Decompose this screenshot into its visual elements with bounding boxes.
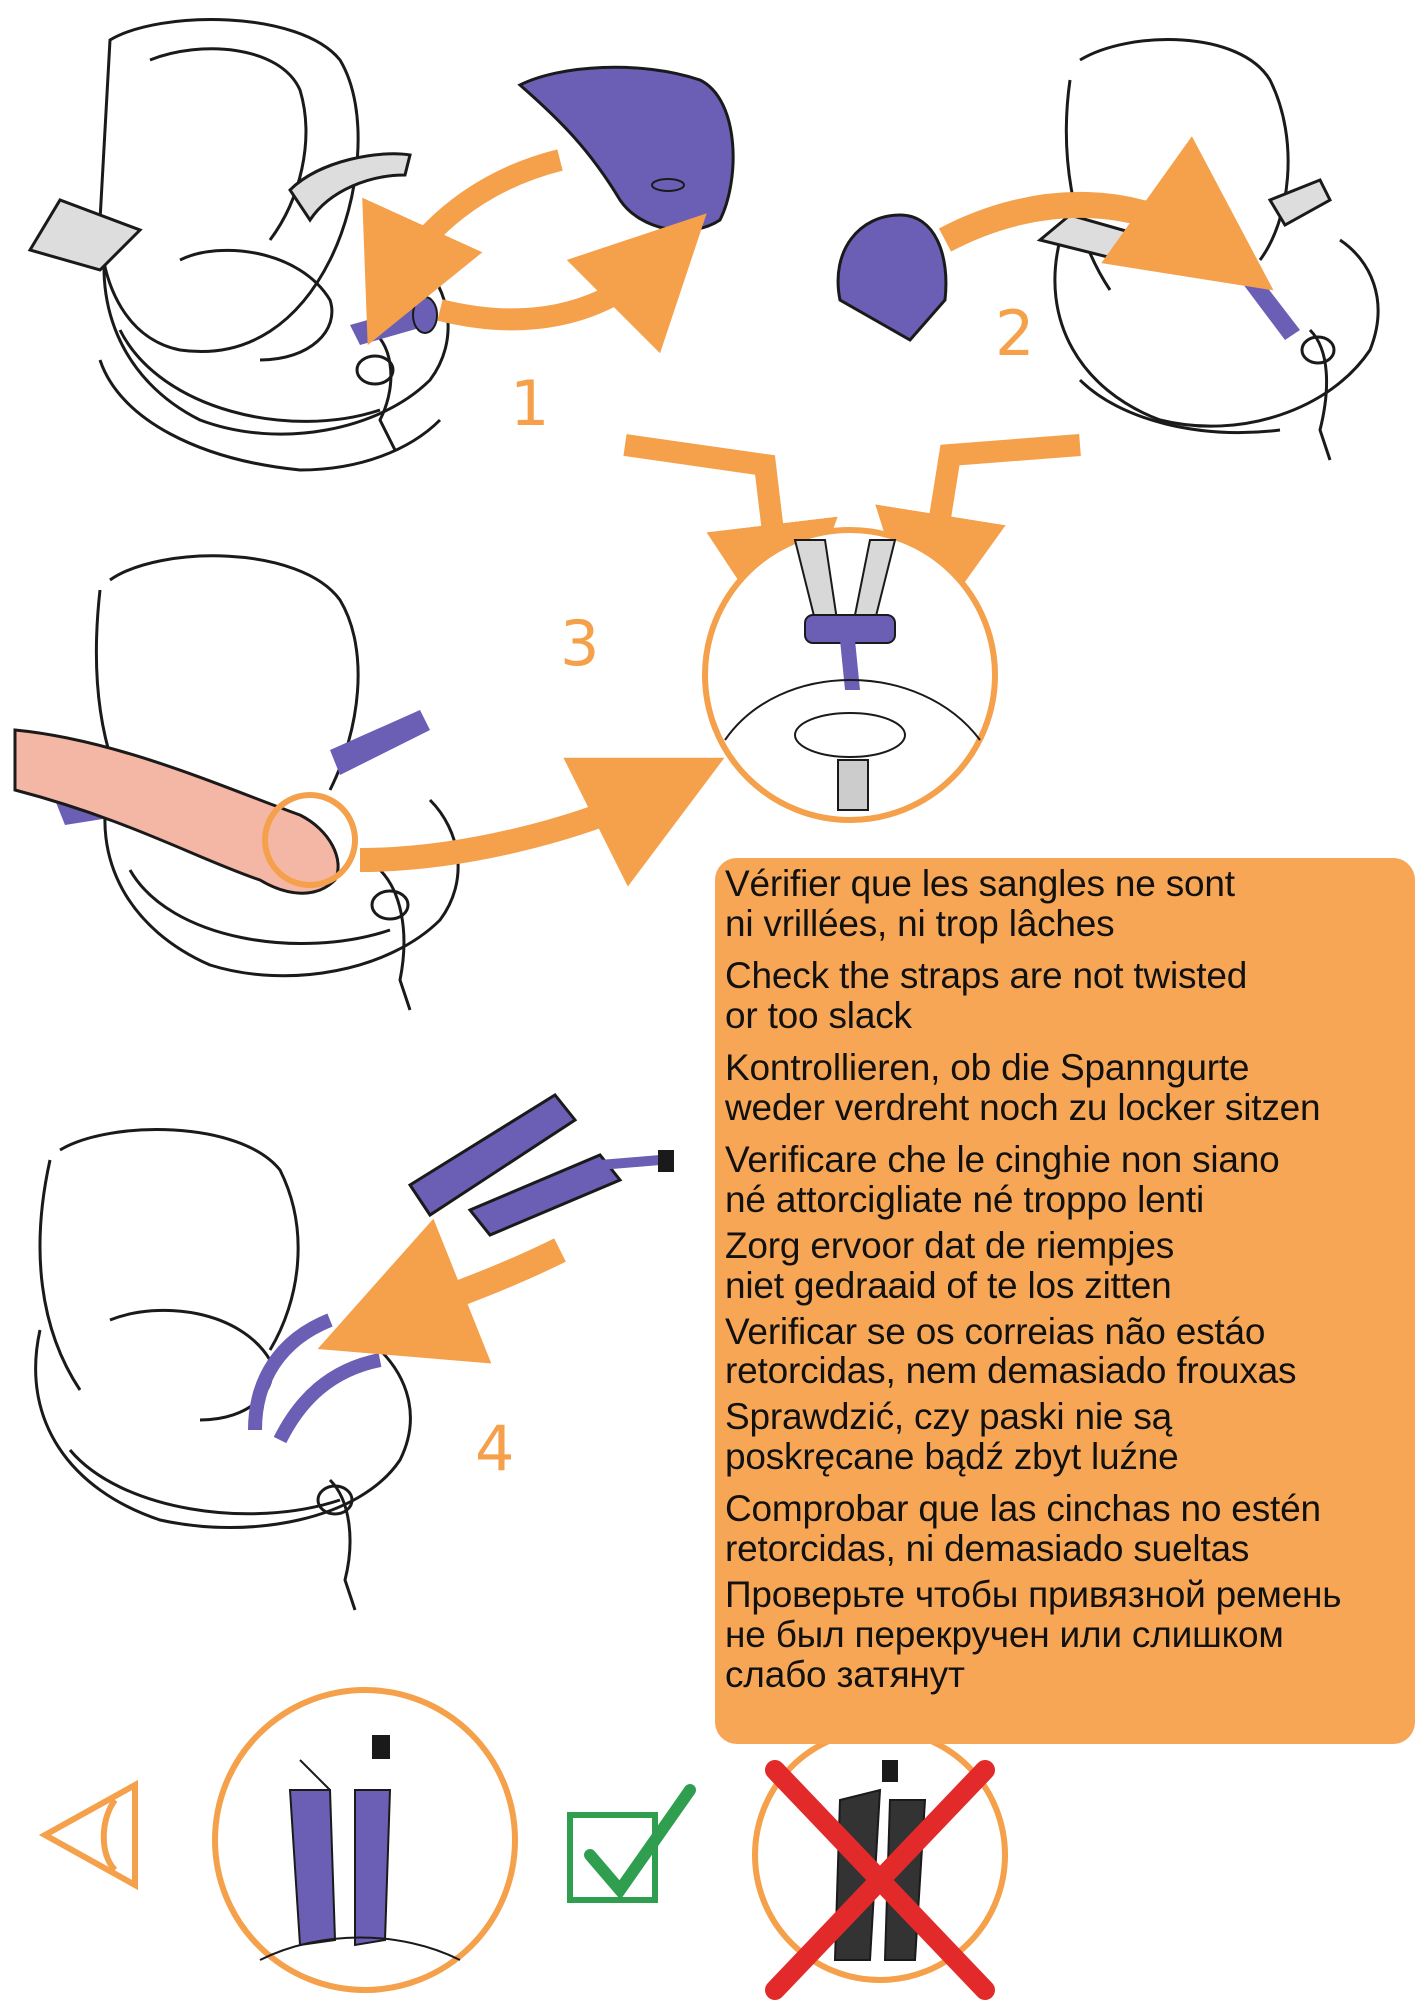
step3-zoom-detail: [702, 527, 998, 823]
step4-seat-illustration: [34, 1128, 412, 1611]
step-number-4: 4: [475, 1412, 514, 1485]
correct-straps-detail: [212, 1687, 518, 1993]
step2-buckle: [1237, 255, 1300, 340]
step-number-1: 1: [510, 367, 549, 440]
step2-seat-illustration: [1036, 38, 1380, 461]
instruction-pl: Sprawdzić, czy paski nie są poskręcane b…: [725, 1396, 1179, 1478]
step4-strap-right: [273, 1353, 382, 1444]
step1-buckle: [350, 296, 438, 345]
cross-icon: [765, 1760, 995, 2000]
step2-removed-cushion: [836, 213, 948, 342]
step3-arrow-to-zoom: [359, 757, 725, 887]
instruction-it: Verificare che le cinghie non siano né a…: [725, 1138, 1280, 1220]
step-number-2: 2: [995, 297, 1034, 370]
instructions-panel: Vérifier que les sangles ne sont ni vril…: [715, 858, 1415, 1744]
step-number-3: 3: [560, 607, 599, 680]
instruction-es: Comprobar que las cinchas no estén retor…: [725, 1488, 1321, 1570]
step2-arrow: [938, 136, 1274, 291]
step1-arrow-out: [437, 213, 707, 354]
eye-icon: [38, 1779, 138, 1891]
step1-seat-illustration: [27, 18, 450, 472]
step4-arrow: [317, 1218, 566, 1364]
step3-strap-right: [330, 710, 430, 775]
instruction-fr: Vérifier que les sangles ne sont ni vril…: [725, 863, 1235, 944]
step1-removed-pad: [517, 65, 735, 232]
step4-strap-left: [248, 1313, 333, 1431]
incorrect-straps-detail: [752, 1727, 1008, 1983]
instruction-pt: Verificar se os correias não estáo retor…: [725, 1310, 1297, 1392]
step1-arrow-in: [362, 149, 563, 346]
step3-focus-ring: [262, 792, 358, 888]
step4-strap-pads: [407, 1093, 674, 1237]
check-icon: [567, 1784, 696, 1903]
instruction-nl: Zorg ervoor dat de riempjes niet gedraai…: [725, 1224, 1175, 1306]
instruction-ru: Проверьте чтобы привязной ремень не был …: [725, 1574, 1342, 1696]
instruction-de: Kontrollieren, ob die Spanngurte weder v…: [725, 1046, 1321, 1128]
step3-arrow-right: [875, 434, 1081, 646]
step3-seat-illustration: [94, 554, 460, 1011]
instruction-en: Check the straps are not twisted or too …: [725, 954, 1248, 1036]
